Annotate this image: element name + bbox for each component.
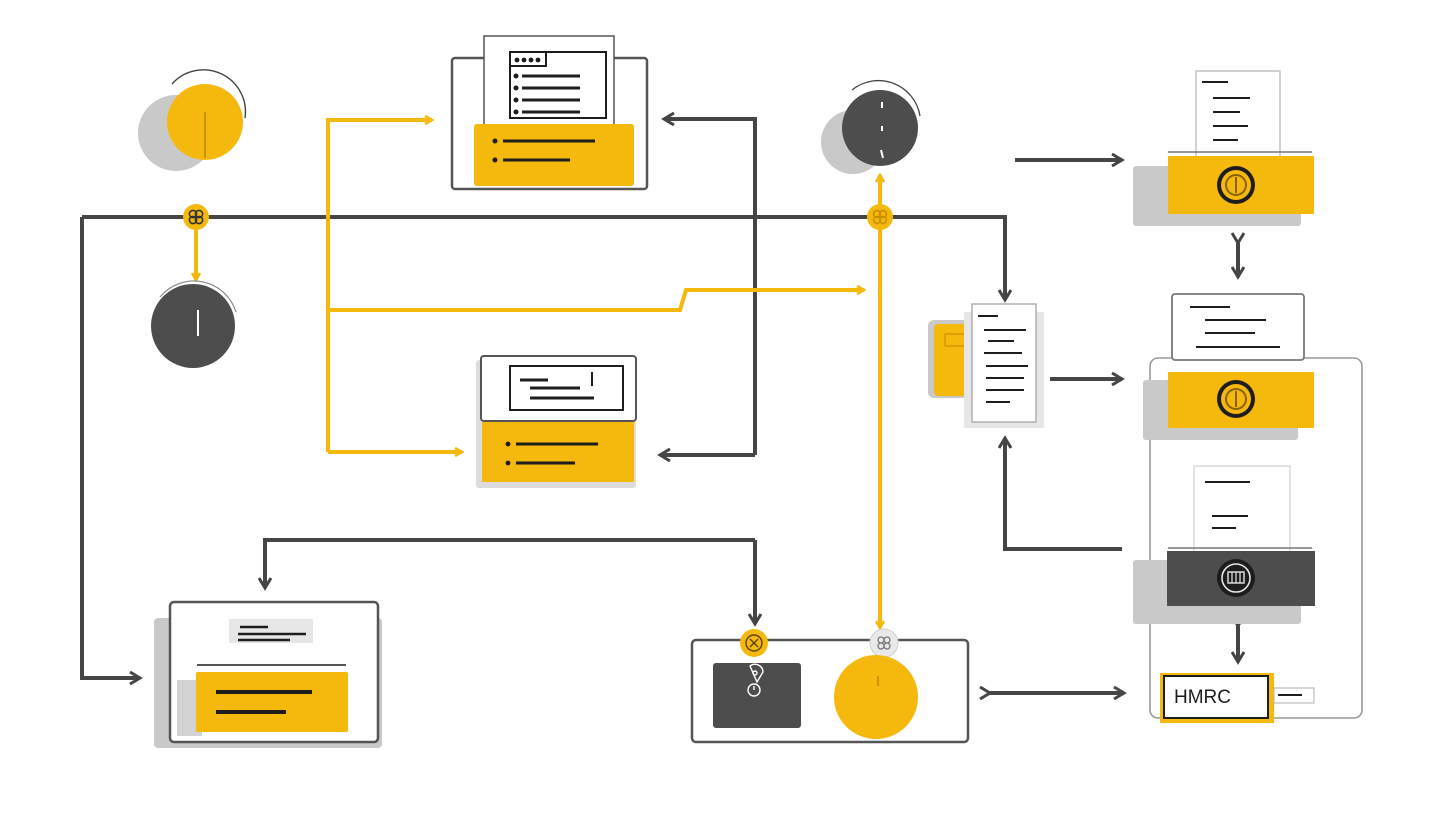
seal-card-dark-right: [1133, 465, 1315, 624]
yellow-circle-node-top-left: [138, 69, 247, 171]
junction-node-center: [867, 204, 893, 230]
coin-icon: [1217, 380, 1255, 418]
coin-card-middle-right: [1143, 293, 1314, 440]
dark-circle-node-top-center: [821, 79, 921, 174]
yellow-connectors: [196, 120, 880, 628]
seal-icon: [745, 634, 763, 652]
document-stack-right-middle: [928, 303, 1044, 428]
window-dots: [514, 57, 541, 63]
hmrc-label-box: HMRC: [1160, 673, 1315, 723]
return-to-top-card-line: [664, 119, 757, 455]
bottom-center-panel: [690, 628, 970, 744]
seal-icon: [1217, 559, 1255, 597]
yellow-trunk-top-line: [326, 120, 432, 452]
document-card-top: [450, 35, 649, 191]
junction-node-left: [183, 204, 209, 230]
left-bus-to-card-line: [80, 217, 140, 678]
dark-connectors: [80, 119, 1238, 693]
mouse-icon: [747, 663, 764, 697]
junction-icon: [877, 636, 891, 650]
hmrc-label: HMRC: [1174, 687, 1231, 708]
bottom-loop-left-line: [265, 538, 755, 588]
document-card-bottom-left: [154, 600, 382, 748]
yellow-to-center-line: [328, 290, 864, 312]
junction-icon: [188, 209, 204, 225]
document-card-middle: [476, 355, 637, 488]
dark-circle-node-left: [151, 280, 237, 368]
coin-card-top-right: [1133, 70, 1314, 226]
dark-card-to-doc-line: [1005, 438, 1122, 551]
junction-icon: [872, 209, 888, 225]
coin-icon: [1217, 166, 1255, 204]
main-bus-line: [82, 215, 1005, 300]
yellow-circle-node-bottom: [834, 655, 918, 739]
